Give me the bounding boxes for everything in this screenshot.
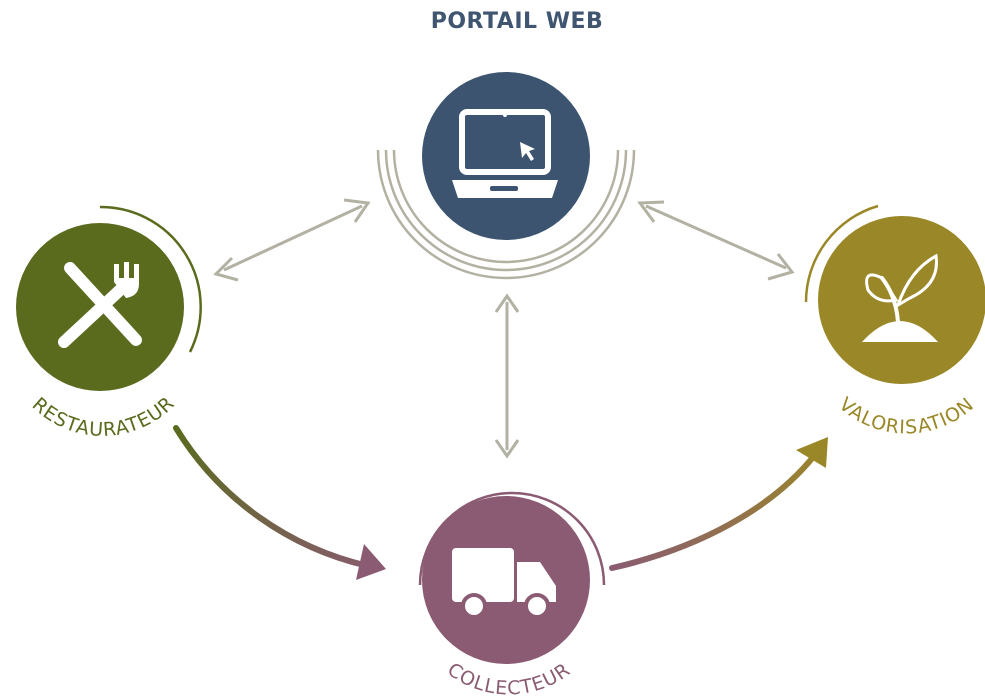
restaurateur-ring-arc [99, 205, 202, 353]
flow-arrows [173, 425, 828, 580]
connector-portail-valorisation [645, 204, 787, 270]
flow-collecteur-to-valorisation [609, 453, 817, 571]
restaurateur-label: RESTAURATEUR [28, 392, 178, 441]
connectors [213, 198, 795, 459]
flow-arrowhead-valorisation [796, 437, 828, 468]
node-collecteur: COLLECTEUR [418, 491, 606, 698]
node-valorisation: VALORISATION [804, 204, 985, 439]
sprout-icon [862, 253, 938, 342]
laptop-icon [452, 109, 558, 198]
arrowhead-to-collecteur [494, 439, 520, 459]
node-restaurateur: RESTAURATEUR [16, 205, 202, 441]
valorisation-ring-arc [804, 204, 879, 303]
signal-arcs [376, 149, 636, 280]
connector-restaurateur-portail [223, 204, 363, 272]
flow-arrowhead-collecteur [356, 544, 386, 580]
page-title: PORTAIL WEB [431, 9, 604, 34]
cutlery-icon [58, 262, 142, 348]
arrowhead-to-restaurateur [213, 256, 239, 282]
node-portail-web [376, 72, 636, 280]
collecteur-ring-arc [418, 491, 606, 586]
arrowhead-to-portail-left [343, 198, 371, 223]
truck-icon [452, 548, 556, 619]
valorisation-label: VALORISATION [835, 393, 978, 438]
arrowhead-to-portail-right [637, 200, 665, 223]
arrowhead-to-portail-bottom [494, 293, 520, 313]
valorisation-circle [818, 216, 985, 384]
svg-text:VALORISATION: VALORISATION [835, 393, 979, 438]
flow-restaurateur-to-collecteur [173, 425, 371, 569]
portail-circle [422, 72, 590, 240]
arrowhead-to-valorisation [767, 253, 795, 281]
svg-text:RESTAURATEUR: RESTAURATEUR [28, 392, 179, 441]
collecteur-label: COLLECTEUR [443, 659, 573, 698]
svg-text:COLLECTEUR: COLLECTEUR [443, 659, 574, 698]
